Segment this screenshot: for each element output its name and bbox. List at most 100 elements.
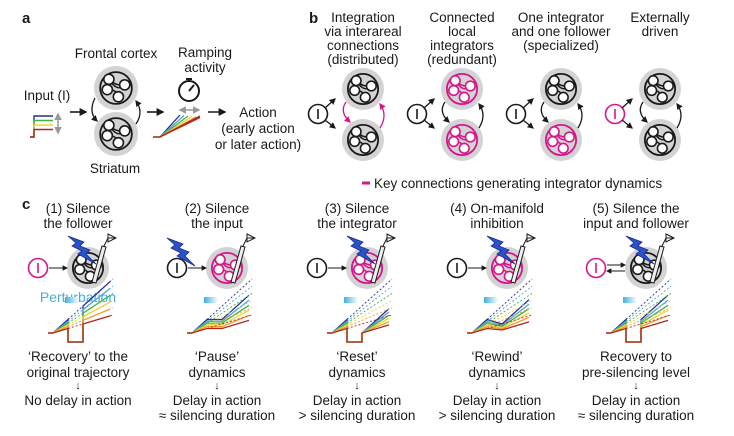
network-ring [210, 251, 244, 285]
perturbation-bar [623, 297, 637, 303]
input-step-trace [30, 128, 53, 138]
model-network-top [441, 68, 483, 110]
network-ring [350, 251, 384, 285]
network-neuron [647, 126, 659, 138]
dynamics-trace [606, 299, 669, 343]
scenario-outcome-line: > silencing duration [298, 408, 416, 423]
network-neuron [458, 91, 470, 103]
lightning-bolt-icon [625, 235, 655, 265]
model-network-bottom [639, 119, 681, 161]
panel-c-label: c [22, 196, 31, 213]
scenario-description-line: pre-silencing level [581, 364, 691, 380]
model-title-line: connections [326, 38, 400, 53]
network-neuron [359, 142, 371, 154]
unperturbed-trajectory [206, 285, 253, 322]
frontal-to-striatum-arrow [91, 97, 98, 122]
lightning-bolt-icon [67, 235, 97, 265]
recording-triangle-icon [242, 233, 257, 247]
unperturbed-trajectory [206, 307, 253, 328]
scenario-description-line: Recovery to [599, 349, 673, 364]
dynamics-trace [48, 288, 111, 343]
network-neuron [548, 75, 560, 87]
network-neuron [448, 135, 460, 148]
network-neuron [74, 263, 86, 276]
unperturbed-trajectory [346, 293, 393, 324]
dynamics-trace [327, 324, 390, 343]
network-ring [544, 123, 578, 157]
model-title-line: local [448, 24, 476, 39]
striatum-network [94, 112, 138, 156]
perturbation-bar [204, 297, 218, 303]
network-neuron [365, 80, 377, 92]
network-neuron [563, 80, 575, 92]
network-ring [643, 72, 677, 106]
unperturbed-trajectory [625, 285, 672, 322]
network-neuron [349, 84, 361, 97]
scenario-title-line: input and follower [583, 216, 689, 231]
model-title-line: Connected [429, 10, 495, 25]
dynamics-trace [48, 301, 111, 343]
perturbation-bar [484, 297, 498, 303]
network-ring [544, 72, 578, 106]
input-to-bottom-arrow [522, 119, 535, 129]
network-ring [99, 117, 133, 151]
scenario-title-line: (1) Silence [45, 201, 111, 216]
input-to-top-arrow [522, 98, 534, 109]
network-neuron [350, 126, 362, 138]
panel-a-label: a [22, 10, 31, 27]
network-neuron [112, 136, 125, 149]
network-ring [99, 71, 133, 105]
scenario-description-line: original trajectory [26, 364, 130, 380]
network-neuron [353, 263, 365, 276]
network-neuron [656, 91, 668, 103]
network-neuron [662, 80, 674, 92]
input-to-bottom-arrow [423, 119, 436, 129]
unperturbed-trajectory [486, 307, 533, 328]
model-network-bottom [441, 119, 483, 161]
network-neuron [548, 126, 560, 138]
input-to-top-arrow [621, 98, 633, 109]
network-neuron [458, 142, 470, 154]
striatum-to-frontal-arrow [135, 99, 142, 125]
dynamics-trace [48, 315, 111, 343]
network-neuron [464, 80, 476, 92]
unperturbed-trajectory [486, 285, 533, 322]
electrode-icon [510, 245, 526, 284]
network-neuron [646, 84, 658, 97]
scenario-input-node [166, 257, 188, 279]
scenario-outcome-line: Delay in action [591, 393, 681, 408]
scenario-title-line: the input [191, 216, 243, 231]
scenario-title-line: (4) On-manifold [450, 201, 544, 216]
network-neuron [349, 135, 361, 148]
action-early-label: (early action [221, 121, 295, 136]
down-arrow: ↓ [633, 380, 639, 392]
network-neuron [365, 131, 377, 143]
frontal-cortex-network [94, 66, 138, 110]
electrode-icon [649, 245, 665, 284]
scenario-title-line: inhibition [470, 216, 524, 231]
network-ring [346, 123, 380, 157]
input-to-bottom-arrow [621, 119, 634, 129]
top-to-bottom-arrow [441, 101, 450, 123]
network-neuron [656, 142, 668, 154]
recording-triangle-icon [103, 233, 118, 247]
scenario-description-line: ‘Pause’ [194, 349, 240, 364]
ramping-label-2: activity [184, 60, 226, 75]
network-ring [346, 72, 380, 106]
model-title-line: and one follower [511, 24, 611, 39]
model-network-top [639, 68, 681, 110]
network-neuron [350, 75, 362, 87]
dynamics-trace [467, 321, 530, 334]
model-title-line: (distributed) [327, 52, 399, 67]
action-label: Action [239, 105, 277, 120]
down-arrow: ↓ [75, 380, 81, 392]
network-neuron [647, 75, 659, 87]
top-to-bottom-arrow [540, 101, 549, 123]
network-neuron [646, 135, 658, 148]
network-ring [629, 251, 663, 285]
perturbation-bar [65, 297, 79, 303]
network-ring [490, 251, 524, 285]
action-later-label: or later action) [214, 137, 302, 152]
recording-triangle-icon [522, 233, 537, 247]
